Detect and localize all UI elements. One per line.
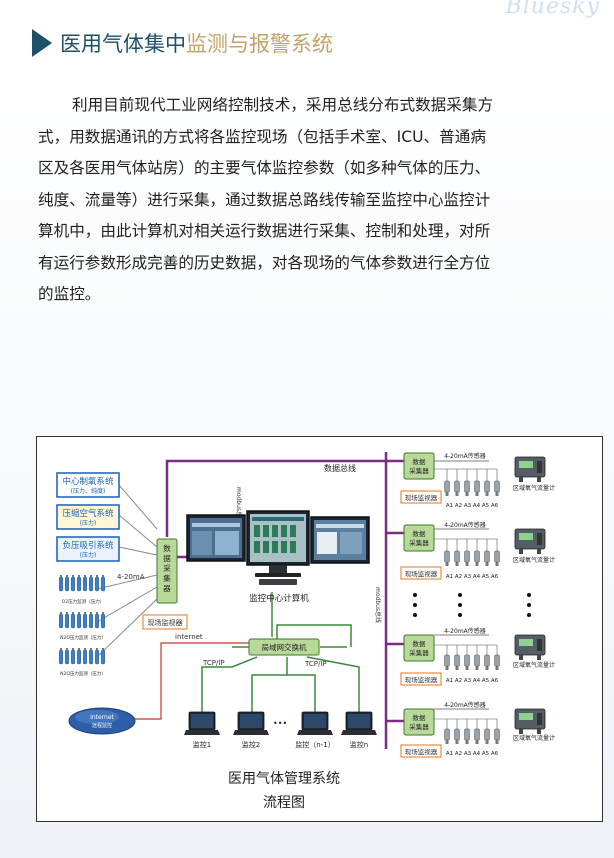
svg-text:A1 A2 A3 A4 A5 A6: A1 A2 A3 A4 A5 A6 (446, 678, 499, 684)
svg-text:监控n: 监控n (350, 740, 368, 749)
terminal-n-1: 监控（n-1） (295, 711, 335, 749)
svg-text:局域网交换机: 局域网交换机 (262, 642, 307, 652)
svg-text:4-20mA传感器: 4-20mA传感器 (444, 627, 486, 635)
body-paragraph: 利用目前现代工业网络控制技术，采用总线分布式数据采集方 式，用数据通讯的方式将各… (38, 90, 598, 311)
svg-text:区域氧气流量计: 区域氧气流量计 (513, 661, 555, 669)
continuation-dots (413, 593, 531, 617)
svg-text:4-20mA传感器: 4-20mA传感器 (444, 452, 486, 460)
svg-text:A1 A2 A3 A4 A5 A6: A1 A2 A3 A4 A5 A6 (446, 503, 499, 509)
svg-text:数据: 数据 (413, 529, 427, 538)
system-box-air: 压缩空气系统 (压力) (56, 504, 120, 530)
svg-text:中心制氧系统: 中心制氧系统 (62, 476, 114, 487)
system-box-vacuum: 负压吸引系统 (压力) (56, 536, 120, 562)
field-station-1: 数据 采集器 现场监视器 4-20mA传感器 A1 A2 A3 A4 A5 A6… (400, 452, 555, 509)
svg-text:监控2: 监控2 (242, 740, 260, 749)
left-field-monitor: 现场监视器 (142, 614, 188, 630)
field-station-2: 数据 采集器 现场监视器 4-20mA传感器 A1 A2 A3 A4 A5 A6… (400, 521, 555, 580)
svg-text:区域氧气流量计: 区域氧气流量计 (513, 484, 555, 492)
section-heading: 医用气体集中 监测与报警系统 (32, 28, 333, 58)
diagram-canvas: 中心制氧系统 (压力、纯度) 压缩空气系统 (压力) 负压吸引系统 (压力) O… (56, 452, 555, 811)
tcpip-label-right: TCP/IP (304, 660, 327, 668)
svg-text:现场监视器: 现场监视器 (405, 675, 438, 684)
svg-text:(压力): (压力) (80, 551, 97, 559)
svg-text:(压力、纯度): (压力、纯度) (71, 487, 106, 495)
lan-lines (201, 592, 360, 712)
svg-text:负压吸引系统: 负压吸引系统 (62, 540, 114, 551)
svg-text:区域氧气流量计: 区域氧气流量计 (513, 734, 555, 742)
diagram-caption-title: 医用气体管理系统 (228, 771, 340, 787)
gray-links (96, 484, 158, 658)
field-station-3: 数据 采集器 现场监视器 4-20mA传感器 A1 A2 A3 A4 A5 A6… (400, 627, 555, 686)
svg-text:现场监视器: 现场监视器 (405, 747, 438, 756)
body-line: 有运行参数形成完善的历史数据，对各现场的气体参数进行全方位 (38, 253, 491, 272)
svg-text:区域氧气流量计: 区域氧气流量计 (513, 556, 555, 564)
gas-cylinder-group-2: N2O压力监测（压力） (58, 611, 106, 641)
tcpip-label-left: TCP/IP (202, 659, 225, 667)
body-line: 利用目前现代工业网络控制技术，采用总线分布式数据采集方 (72, 96, 494, 114)
svg-text:采集器: 采集器 (409, 722, 429, 731)
body-line: 算机中，由此计算机对相关运行数据进行采集、控制和处理，对所 (38, 222, 491, 240)
svg-text:远程监控: 远程监控 (92, 722, 112, 729)
svg-text:数据: 数据 (413, 457, 427, 466)
data-bus-lines (165, 452, 404, 749)
field-station-4: 数据 采集器 现场监视器 4-20mA传感器 A1 A2 A3 A4 A5 A6… (400, 701, 555, 758)
svg-text:监控1: 监控1 (193, 740, 211, 749)
terminal-ellipsis: ••• (273, 719, 287, 728)
terminal-2: 监控2 (232, 711, 270, 749)
svg-text:数据: 数据 (413, 639, 427, 648)
body-line: 纯度、流量等）进行采集，通过数据总路线传输至监控中心监控计 (38, 190, 491, 209)
svg-text:数据采集器: 数据采集器 (163, 543, 171, 593)
terminal-n: 监控n (340, 711, 378, 749)
svg-text:压缩空气系统: 压缩空气系统 (62, 508, 114, 519)
svg-text:采集器: 采集器 (409, 648, 429, 657)
svg-text:A1 A2 A3 A4 A5 A6: A1 A2 A3 A4 A5 A6 (446, 751, 499, 757)
svg-text:Internet: Internet (90, 714, 114, 721)
terminal-1: 监控1 (183, 711, 221, 749)
system-box-oxygen: 中心制氧系统 (压力、纯度) (56, 472, 120, 498)
modbus-label-top: modbus总线 (235, 487, 243, 523)
diagram-caption-subtitle: 流程图 (263, 795, 305, 811)
left-data-collector: 数据采集器 (156, 538, 178, 604)
body-line: 式，用数据通讯的方式将各监控现场（包括手术室、ICU、普通病 (38, 127, 486, 146)
triangle-icon (32, 29, 52, 57)
gas-cylinder-group-1: O2压力监测（压力） (58, 574, 106, 605)
lan-switch: 局域网交换机 (248, 638, 320, 656)
svg-text:现场监视器: 现场监视器 (148, 618, 183, 627)
modbus-label-right: modbus总线 (374, 587, 382, 623)
svg-text:监控中心计算机: 监控中心计算机 (249, 593, 309, 604)
svg-text:采集器: 采集器 (409, 538, 429, 547)
svg-text:4-20mA传感器: 4-20mA传感器 (444, 701, 486, 709)
heading-main: 医用气体集中 (60, 32, 186, 56)
body-line: 的监控。 (38, 285, 101, 303)
internet-label: internet (175, 633, 203, 641)
svg-text:现场监视器: 现场监视器 (405, 493, 438, 502)
svg-text:(压力): (压力) (80, 519, 97, 527)
internet-link (132, 642, 249, 720)
heading-accent: 监测与报警系统 (186, 32, 333, 56)
svg-text:N2O压力监测（压力）: N2O压力监测（压力） (60, 670, 106, 677)
body-line: 区及各医用气体站房）的主要气体监控参数（如多种气体的压力、 (38, 159, 491, 177)
svg-text:O2压力监测（压力）: O2压力监测（压力） (62, 598, 104, 605)
internet-cloud: Internet 远程监控 (68, 707, 136, 735)
svg-text:采集器: 采集器 (409, 466, 429, 475)
svg-text:现场监视器: 现场监视器 (405, 569, 438, 578)
brand-watermark: Bluesky (505, 0, 600, 19)
system-diagram: 中心制氧系统 (压力、纯度) 压缩空气系统 (压力) 负压吸引系统 (压力) O… (36, 436, 603, 822)
svg-text:A1 A2 A3 A4 A5 A6: A1 A2 A3 A4 A5 A6 (446, 574, 499, 580)
svg-text:数据: 数据 (413, 713, 427, 722)
data-bus-label: 数据总线 (324, 463, 356, 473)
svg-text:监控（n-1）: 监控（n-1） (295, 740, 334, 749)
gas-cylinder-group-3: N2O压力监测（压力） (58, 647, 106, 677)
svg-text:4-20mA传感器: 4-20mA传感器 (444, 521, 486, 529)
center-computer: 监控中心计算机 (186, 510, 370, 604)
signal-label: 4-20mA (117, 573, 145, 581)
svg-text:N2O压力监测（压力）: N2O压力监测（压力） (60, 634, 106, 641)
